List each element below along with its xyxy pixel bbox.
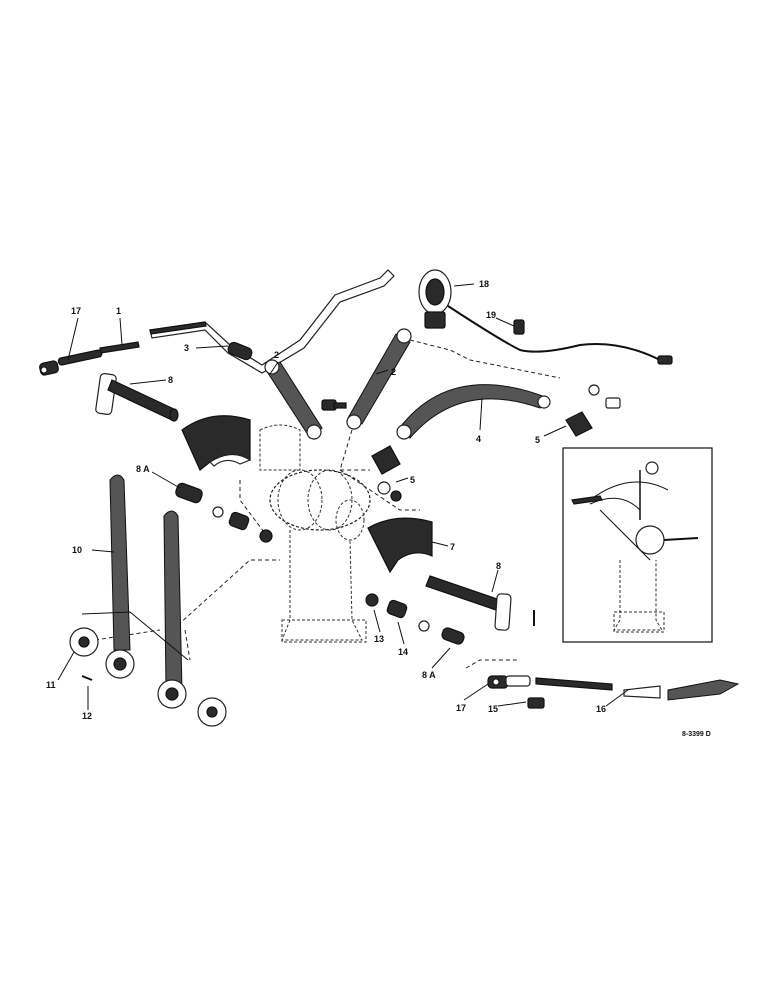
crank-part-8-upper [95,372,179,422]
washer-right [418,620,430,632]
bushing-part-13 [365,593,379,607]
crank-part-8-lower [425,575,535,631]
link-part-2-right [346,328,412,430]
label-12: 12 [82,711,92,721]
spring-part-14 [386,599,408,619]
label-16: 16 [596,704,606,714]
shield-part-7-upper [181,415,252,471]
pin-part-12 [81,675,93,681]
bolt-part-15 [527,697,545,709]
label-13: 13 [374,634,384,644]
cable-plug [657,355,673,365]
rod-end-part-17-right [487,675,531,689]
bushing-part-3 [227,341,253,361]
control-rod-part-1 [149,269,395,374]
bushing-part-8A-upper [175,482,203,504]
lever-guide-line [81,611,189,661]
label-19: 19 [486,310,496,320]
callout-labels: 17 1 3 2 2 8 18 19 4 5 5 8 A 7 8 10 11 1… [46,279,711,738]
label-8-lower: 8 [496,561,501,571]
lever-part-10 [105,474,187,709]
drawing-code: 8-3399 D [682,731,711,738]
label-15: 15 [488,704,498,714]
bushing-left [259,529,273,543]
label-8-upper: 8 [168,375,173,385]
label-7: 7 [450,542,455,552]
label-5-right: 5 [535,435,540,445]
label-2-left: 2 [274,350,279,360]
leader-lines [57,283,629,710]
label-1: 1 [116,306,121,316]
label-3: 3 [184,343,189,353]
label-11: 11 [46,680,56,690]
lamp-part-18 [418,269,452,329]
label-17-right: 17 [456,703,466,713]
shield-part-7-center [367,517,433,574]
rod-part-16a [535,677,613,691]
bolt-part-2 [321,399,347,411]
label-2-right: 2 [391,367,396,377]
disc-part-11 [69,627,99,657]
label-5-center: 5 [410,475,415,485]
link-part-2-left [264,359,323,440]
label-4: 4 [476,434,481,444]
nut-bolt-part-5-right [565,384,621,437]
rod-part-16 [623,679,740,701]
spring-left [228,511,250,531]
label-8A-lower: 8 A [422,670,436,680]
label-17-left: 17 [71,306,81,316]
rod-end-part-17-left [39,341,140,376]
washer-left [212,506,224,518]
label-10: 10 [72,545,82,555]
label-14: 14 [398,647,408,657]
bushing-part-8A-lower [441,627,465,645]
clip-part-19 [513,319,525,335]
quadrant-part-4 [396,384,551,440]
label-18: 18 [479,279,489,289]
disc-part-11-lower [197,697,227,727]
inset-assembly-view [562,447,713,643]
pedestal-ghost [259,424,371,643]
bracket-part-5-center [371,445,402,502]
label-8A-upper: 8 A [136,464,150,474]
